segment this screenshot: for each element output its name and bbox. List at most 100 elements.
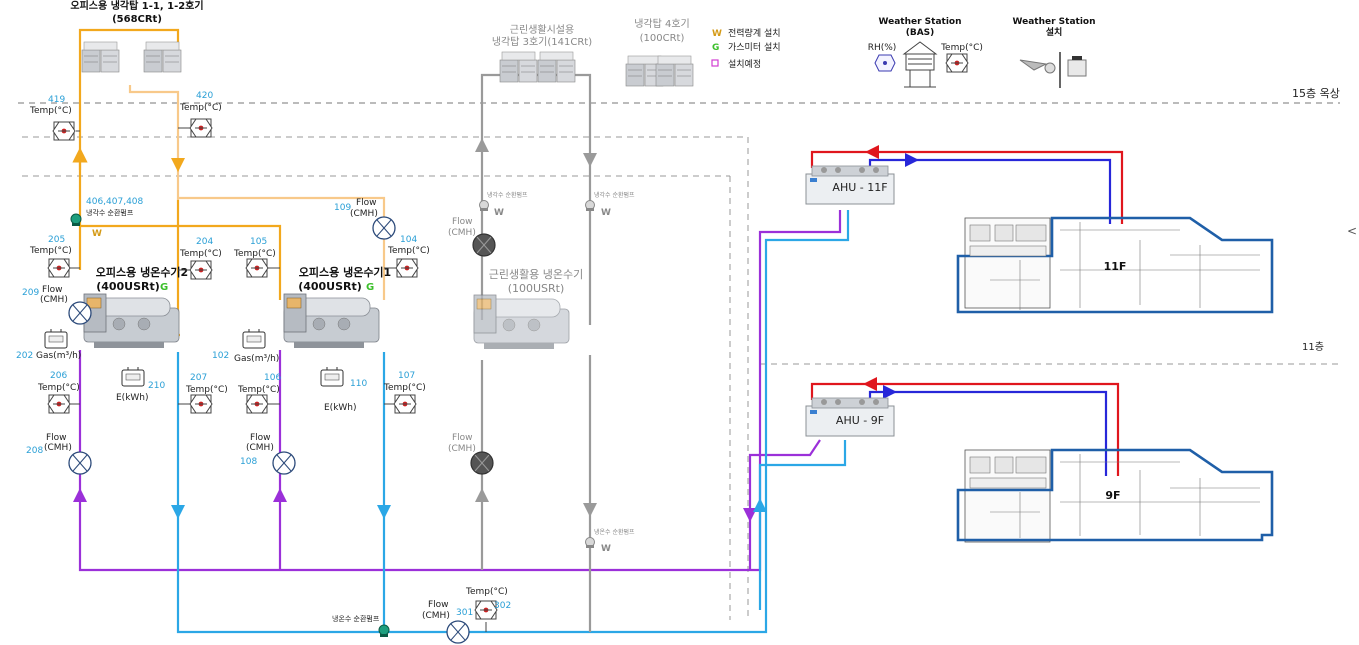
sensor-id-209: 209: [22, 288, 39, 298]
planned-marker: [711, 59, 719, 67]
ahu-9f-loop: [810, 377, 1120, 476]
gray-cool-pump-label: 냉각수 순환펌프: [487, 191, 528, 199]
temp-label-106: Temp(°C): [237, 385, 280, 395]
chiller1-title: 오피스용 냉온수기1: [299, 265, 391, 279]
power-meter-110: [320, 366, 344, 387]
tower3-title: 근린생활시설용: [510, 23, 574, 36]
ahu-11f-loop: [810, 145, 1124, 224]
ekwh-label-210: E(kWh): [116, 393, 149, 403]
ws-rh-label: RH(%): [868, 43, 897, 53]
gray-pump-cold: [585, 537, 595, 549]
flow-meter-neighborhood-bottom: [470, 451, 494, 475]
gray-pump-cooling-2: [585, 200, 595, 212]
temp-sensor-207: [178, 394, 213, 414]
flow-label-gray-bottom: Flow: [452, 433, 473, 443]
cmh-label-gray-top: (CMH): [448, 228, 476, 238]
sensor-id-210: 210: [148, 381, 165, 391]
sensor-id-109: 109: [334, 203, 351, 213]
chevron-left-icon[interactable]: <: [1346, 224, 1357, 238]
sensor-id-106: 106: [264, 373, 281, 383]
tower4-capacity: (100CRt): [640, 33, 685, 44]
legend-g-text: 가스미터 설치: [728, 41, 781, 53]
tower3-capacity: 냉각탑 3호기(141CRt): [492, 36, 592, 48]
flow-meter-neighborhood-top: [472, 233, 496, 257]
temp-label-206: Temp(°C): [37, 383, 80, 393]
sensor-id-104: 104: [400, 235, 417, 245]
sensor-id-208: 208: [26, 446, 43, 456]
flow-label-301: Flow: [428, 600, 449, 610]
flow-meter-109: [372, 216, 396, 240]
chiller1-capacity: (400USRt): [298, 280, 362, 293]
sensor-id-105: 105: [250, 237, 267, 247]
gray-cool-pump-w: W: [494, 208, 504, 218]
sensor-id-420: 420: [196, 91, 213, 101]
sensor-id-406: 406,407,408: [86, 197, 144, 207]
legend: W 전력량계 설치 G 가스미터 설치 설치예정: [711, 27, 781, 70]
main-tower-title: 오피스용 냉각탑 1-1, 1-2호기: [70, 0, 203, 12]
cmh-label-208: (CMH): [44, 443, 72, 453]
sensor-id-107: 107: [398, 371, 415, 381]
ahu-9f-label: AHU - 9F: [836, 414, 884, 427]
roof-label: 15층 옥상: [1292, 87, 1340, 100]
temp-sensor-104: [384, 258, 419, 278]
cmh-label-301: (CMH): [422, 611, 450, 621]
main-cooling-tower: [81, 41, 182, 73]
cmh-label-gray-bottom: (CMH): [448, 444, 476, 454]
temp-label-419: Temp(°C): [29, 106, 72, 116]
legend-w-mark: W: [712, 29, 722, 39]
sensor-id-102: 102: [212, 351, 229, 361]
temp-label-105: Temp(°C): [233, 249, 276, 259]
temp-sensor-206: [47, 394, 80, 414]
temp-sensor-105: [245, 258, 280, 278]
cold-pump-label: 냉온수 순환펌프: [332, 614, 380, 623]
temp-label-104: Temp(°C): [387, 246, 430, 256]
ws-new-sub: 설치: [1046, 26, 1063, 38]
legend-w-text: 전력량계 설치: [728, 27, 781, 39]
cooling-pump-label: 냉각수 순환펌프: [86, 208, 134, 217]
floor-plan-11f: [956, 216, 1274, 314]
cooling-water-pump: [70, 213, 82, 227]
cmh-label-108: (CMH): [246, 443, 274, 453]
temp-sensor-205: [47, 258, 80, 278]
gray-cool-pump-label-2: 냉각수 순환펌프: [594, 191, 635, 199]
ahu-11f-label: AHU - 11F: [832, 181, 887, 194]
legend-planned-text: 설치예정: [728, 58, 761, 70]
sensor-id-419: 419: [48, 95, 65, 105]
tower4-title: 냉각탑 4호기: [634, 18, 690, 30]
chiller1-gas-mark: G: [366, 282, 374, 293]
sensor-id-108: 108: [240, 457, 257, 467]
flow-label-108: Flow: [250, 433, 271, 443]
flow-label-gray-top: Flow: [452, 217, 473, 227]
temp-label-205: Temp(°C): [29, 246, 72, 256]
main-tower-capacity: (568CRt): [112, 14, 162, 25]
floor-plan-9f: [956, 448, 1274, 543]
gas-label-202: Gas(m³/h): [36, 351, 81, 361]
sensor-id-207: 207: [190, 373, 207, 383]
chiller2-gas-mark: G: [160, 282, 168, 293]
weather-station-new: [1019, 52, 1087, 88]
chiller-1: [283, 293, 380, 349]
cold-water-pump: [378, 624, 390, 638]
flow-label-208: Flow: [46, 433, 67, 443]
chiller2-title: 오피스용 냉온수기2: [96, 265, 188, 279]
legend-g-mark: G: [712, 43, 719, 53]
floor-9f-label: 9F: [1105, 489, 1120, 502]
ws-bas-sub: (BAS): [906, 28, 935, 38]
flow-meter-108: [272, 451, 296, 475]
temp-label-207: Temp(°C): [185, 385, 228, 395]
temp-sensor-204: [178, 260, 213, 280]
tower-3: [499, 51, 576, 83]
gas-label-102: Gas(m³/h): [234, 354, 279, 364]
chiller3-capacity: (100USRt): [508, 282, 565, 295]
sensor-id-204: 204: [196, 237, 213, 247]
temp-label-420: Temp(°C): [179, 103, 222, 113]
temp-label-107: Temp(°C): [383, 383, 426, 393]
sensor-id-302: 302: [494, 601, 511, 611]
sensor-id-110: 110: [350, 379, 367, 389]
sensor-id-206: 206: [50, 371, 67, 381]
tower-4: [625, 55, 694, 87]
cmh-label-209: (CMH): [40, 295, 68, 305]
gas-meter-102: [242, 328, 266, 349]
sensor-id-202: 202: [16, 351, 33, 361]
